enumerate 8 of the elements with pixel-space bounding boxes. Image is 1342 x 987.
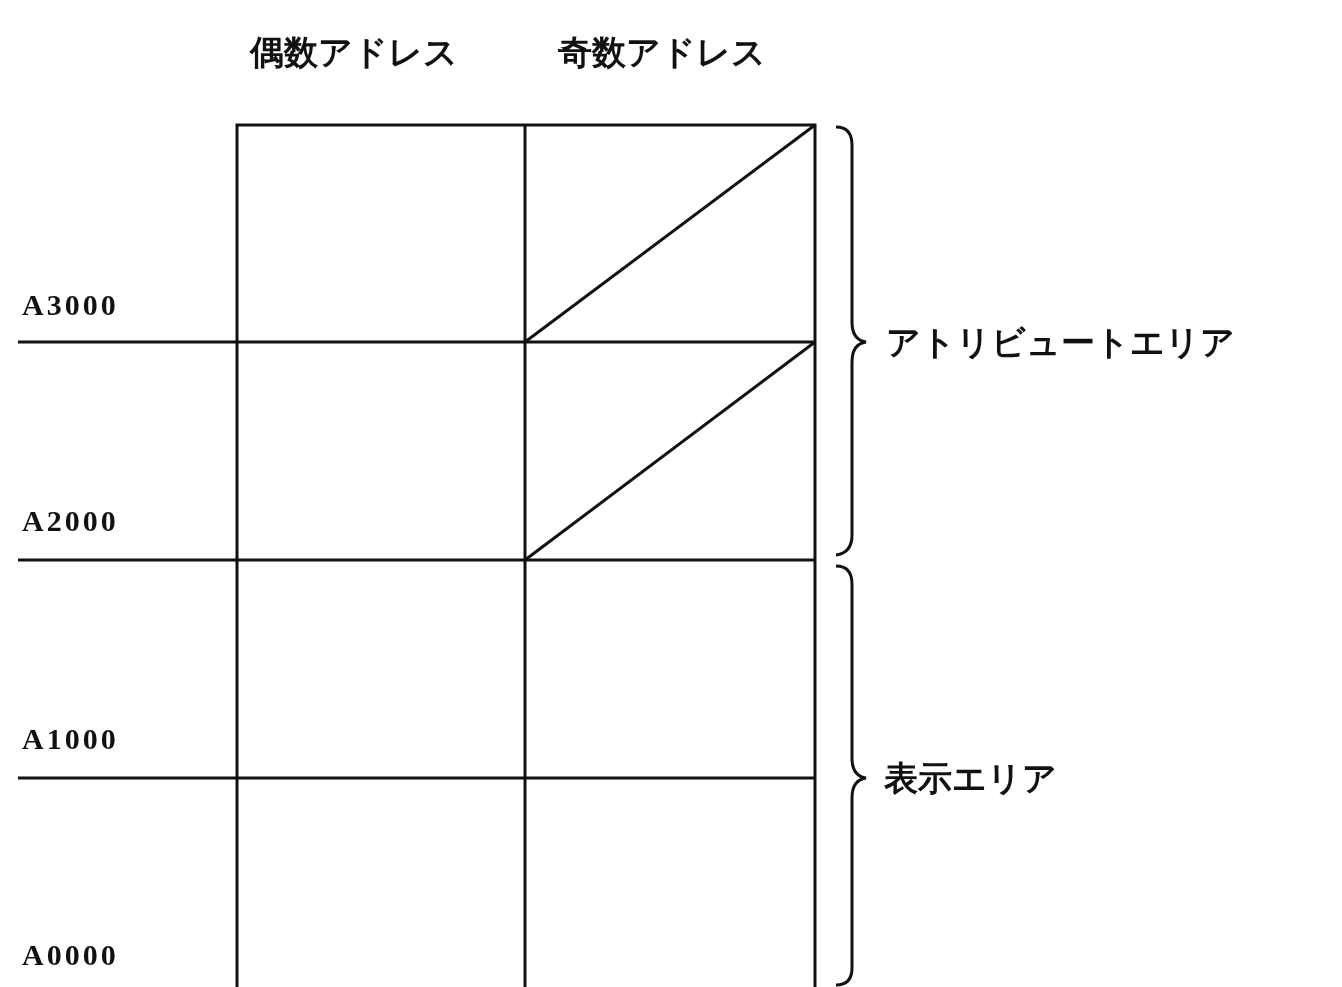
area-label: アトリビュートエリア [886,326,1235,360]
address-label: A3000 [22,290,119,320]
column-heading: 偶数アドレス [250,36,458,70]
address-label: A2000 [22,506,119,536]
column-heading: 奇数アドレス [558,36,766,70]
address-label: A1000 [22,724,119,754]
address-label: A0000 [22,940,119,970]
area-label: 表示エリア [884,762,1057,796]
